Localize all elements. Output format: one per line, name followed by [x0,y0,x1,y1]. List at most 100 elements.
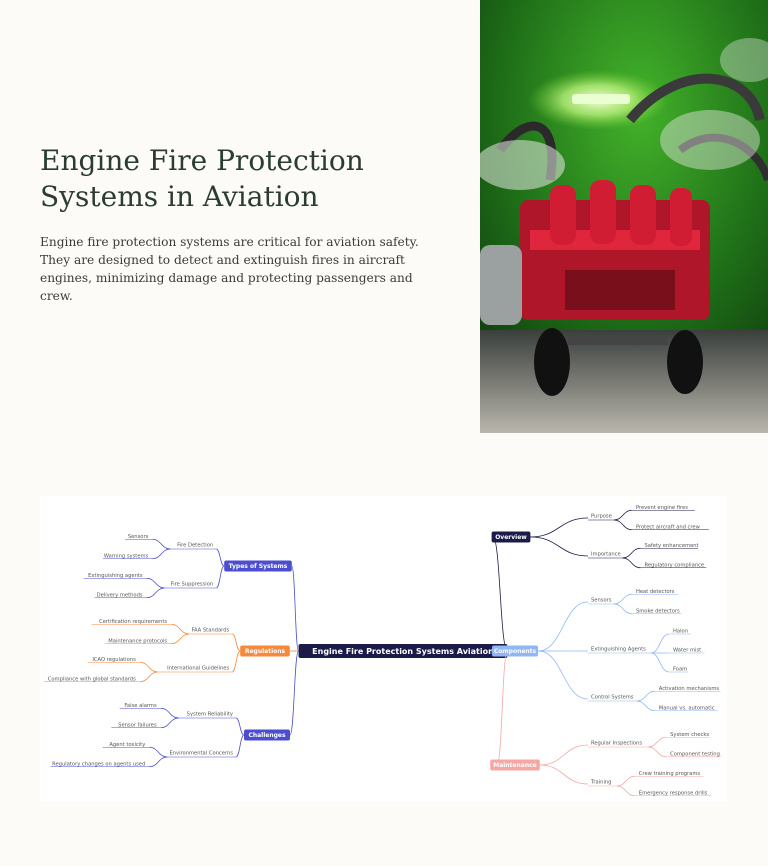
leaf-icao-regulations: ICAO regulations [92,657,136,663]
subnode-regular-inspections: Regular Inspections [591,741,642,747]
branch-overview[interactable]: Overview [491,531,531,543]
connector-fire-detection [216,548,225,567]
connector-fire-suppression [215,565,225,589]
leaf-regulatory-compliance: Regulatory compliance [645,562,705,568]
leaf-halon: Halon [673,629,688,635]
connector-manual-vs-automatic [636,700,655,712]
page-description: Engine fire protection systems are criti… [40,235,419,303]
leaf-regulatory-changes-on-agents-used: Regulatory changes on agents used [52,761,145,767]
connector-false-alarms [160,707,179,719]
connector-importance [530,536,589,557]
branch-maintenance-box [490,759,540,771]
connector-activation-mechanisms [636,690,655,702]
connector-compliance-with-global-standards [139,671,158,683]
leaf-protect-aircraft-and-crew: Protect aircraft and crew [636,524,701,530]
leaf-foam: Foam [673,667,687,673]
leaf-safety-enhancement: Safety enhancement [645,543,699,549]
connector-crew-training-programs [616,775,635,787]
branch-regulations-label: Regulations [245,648,286,655]
mindmap-root-label: Engine Fire Protection Systems Aviation [312,647,494,656]
leaf-system-checks: System checks [670,732,709,738]
connector-system-checks [648,736,667,748]
connector-purpose [530,517,589,538]
connector-component-testing [648,746,667,758]
branch-maintenance[interactable]: Maintenance [490,759,540,771]
leaf-sensor-failures: Sensor failures [118,722,157,728]
connector-root-types-of-systems [291,565,299,652]
leaf-prevent-engine-fires: Prevent engine fires [636,505,688,511]
leaf-maintenance-protocols: Maintenance protocols [108,638,167,644]
branch-overview-label: Overview [495,534,527,541]
connector-regulatory-compliance [622,557,641,569]
mindmap-root-box [298,644,508,658]
connector-system-reliability [235,717,245,736]
branch-types-of-systems[interactable]: Types of Systems [224,560,292,572]
branch-overview-box [491,531,531,543]
connector-prevent-engine-fires [613,509,632,521]
leaf-manual-vs-automatic: Manual vs. automatic [659,705,715,711]
connector-sensors [152,538,171,550]
connector-safety-enhancement [622,547,641,559]
leaf-water-mist: Water mist [673,648,701,654]
branch-types-of-systems-box [224,560,292,572]
connector-extinguishing-agents [146,577,165,589]
connector-halon [650,633,670,654]
subnode-control-systems: Control Systems [591,695,634,701]
branch-components-box [492,645,538,657]
leaf-certification-requirements: Certification requirements [99,619,167,625]
connector-international-guidelines [231,650,241,673]
leaf-extinguishing-agents: Extinguishing agents [88,573,143,579]
mindmap-diagram: Engine Fire Protection Systems Aviation O… [43,505,721,797]
leaf-compliance-with-global-standards: Compliance with global standards [48,676,136,682]
connector-maintenance-protocols [171,633,190,645]
mindmap-root-node[interactable]: Engine Fire Protection Systems Aviation [298,644,508,658]
subnode-international-guidelines: International Guidelines [167,666,229,672]
connector-regulatory-changes-on-agents-used [149,756,168,768]
leaf-agent-toxicity: Agent toxicity [109,742,145,748]
page-title: Engine Fire Protection Systems in Aviati… [40,144,364,213]
connector-icao-regulations [139,661,158,673]
connector-sensors [537,601,589,652]
connector-faa-standards [232,633,241,652]
leaf-heat-detectors: Heat detectors [636,589,675,595]
subnode-sensors: Sensors [591,598,612,604]
branch-regulations[interactable]: Regulations [240,645,290,657]
leaf-smoke-detectors: Smoke detectors [636,608,680,614]
connector-sensor-failures [160,717,179,729]
branch-components[interactable]: Components [492,645,538,657]
connector-agent-toxicity [149,746,168,758]
connector-training [539,764,589,785]
connector-heat-detectors [613,593,632,605]
branch-challenges-label: Challenges [248,732,286,739]
subnode-importance: Importance [591,552,621,558]
connector-foam [650,652,670,673]
subnode-system-reliability: System Reliability [187,712,233,718]
connector-emergency-response-drills [616,785,635,797]
connector-certification-requirements [171,623,190,635]
connector-environmental-concerns [235,734,245,758]
connector-root-overview [492,536,508,652]
hero-image [480,0,768,433]
branch-challenges-box [244,729,290,741]
subnode-fire-detection: Fire Detection [177,543,213,549]
leaf-component-testing: Component testing [670,751,720,757]
branch-challenges[interactable]: Challenges [244,729,290,741]
connector-protect-aircraft-and-crew [613,519,632,531]
leaf-emergency-response-drills: Emergency response drills [639,790,708,796]
leaf-warning-systems: Warning systems [104,553,149,559]
connector-regular-inspections [539,744,589,766]
leaf-crew-training-programs: Crew training programs [639,771,701,777]
leaf-activation-mechanisms: Activation mechanisms [659,686,720,692]
connector-root-challenges [289,650,299,736]
mindmap: Engine Fire Protection Systems Aviation O… [40,496,727,802]
subnode-training: Training [590,780,611,786]
connector-root-maintenance [496,650,508,766]
leaf-delivery-methods: Delivery methods [97,592,143,598]
fire-suppression-cart-illustration [480,0,768,433]
subnode-environmental-concerns: Environmental Concerns [169,751,233,757]
subnode-purpose: Purpose [591,514,612,520]
branch-types-of-systems-label: Types of Systems [229,563,288,570]
leaf-sensors: Sensors [128,534,149,540]
branch-regulations-box [240,645,290,657]
connector-control-systems [537,650,589,700]
